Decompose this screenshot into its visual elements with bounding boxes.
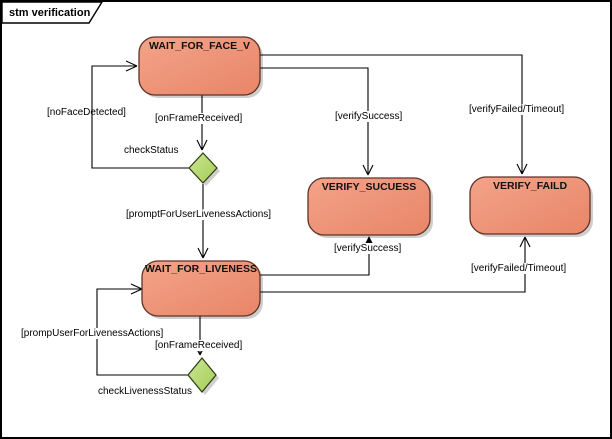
- choice-label-check-status: checkStatus: [124, 145, 179, 156]
- frame-title: stm verification: [9, 7, 91, 19]
- transition-lines: [91, 54, 531, 376]
- transition-label-no-face-detected: [noFaceDetected]: [47, 107, 126, 118]
- state-label-wait-for-face-v: WAIT_FOR_FACE_V: [149, 40, 250, 52]
- transition-label-verify-success-top: [verifySuccess]: [334, 111, 404, 122]
- transition-label-verify-success-bottom: [verifySuccess]: [333, 243, 403, 254]
- state-verify-faild[interactable]: [469, 176, 591, 235]
- transition-no-face-detected[interactable]: [91, 60, 189, 169]
- transition-label-verify-failed-bottom: [verifyFailed/Timeout]: [470, 263, 568, 274]
- transition-prompt-for-user-liveness-actions[interactable]: [197, 184, 209, 259]
- transition-label-verify-failed-top: [verifyFailed/Timeout]: [468, 104, 566, 115]
- choice-check-liveness-status[interactable]: [187, 357, 217, 393]
- choice-label-check-liveness-status: checkLivenessStatus: [98, 386, 192, 397]
- state-label-verify-faild: VERIFY_FAILD: [492, 180, 568, 192]
- transition-verify-success-bottom[interactable]: [260, 245, 370, 276]
- transition-verify-failed-bottom[interactable]: [260, 236, 531, 293]
- state-wait-for-face-v[interactable]: [138, 36, 261, 96]
- transition-label-on-frame-received-bottom: [onFrameReceived]: [154, 340, 244, 351]
- transition-verify-success-top[interactable]: [260, 67, 374, 176]
- choice-check-status[interactable]: [188, 152, 218, 184]
- state-verify-sucuess[interactable]: [307, 177, 431, 236]
- state-label-verify-sucuess: VERIFY_SUCUESS: [321, 181, 417, 193]
- state-label-wait-for-liveness: WAIT_FOR_LIVENESS: [144, 263, 258, 275]
- state-wait-for-liveness[interactable]: [141, 260, 261, 317]
- frame-tab: [2, 2, 103, 24]
- arrowhead-verify-success-bottom: [365, 236, 373, 244]
- transition-label-prompt-for-user-liveness-actions: [promptForUserLivenessActions]: [125, 209, 273, 220]
- transition-verify-failed-top[interactable]: [260, 54, 528, 175]
- transition-label-on-frame-received-top: [onFrameReceived]: [154, 113, 244, 124]
- transition-label-promp-user-for-liveness-actions: [prompUserForLivenessActions]: [20, 328, 165, 339]
